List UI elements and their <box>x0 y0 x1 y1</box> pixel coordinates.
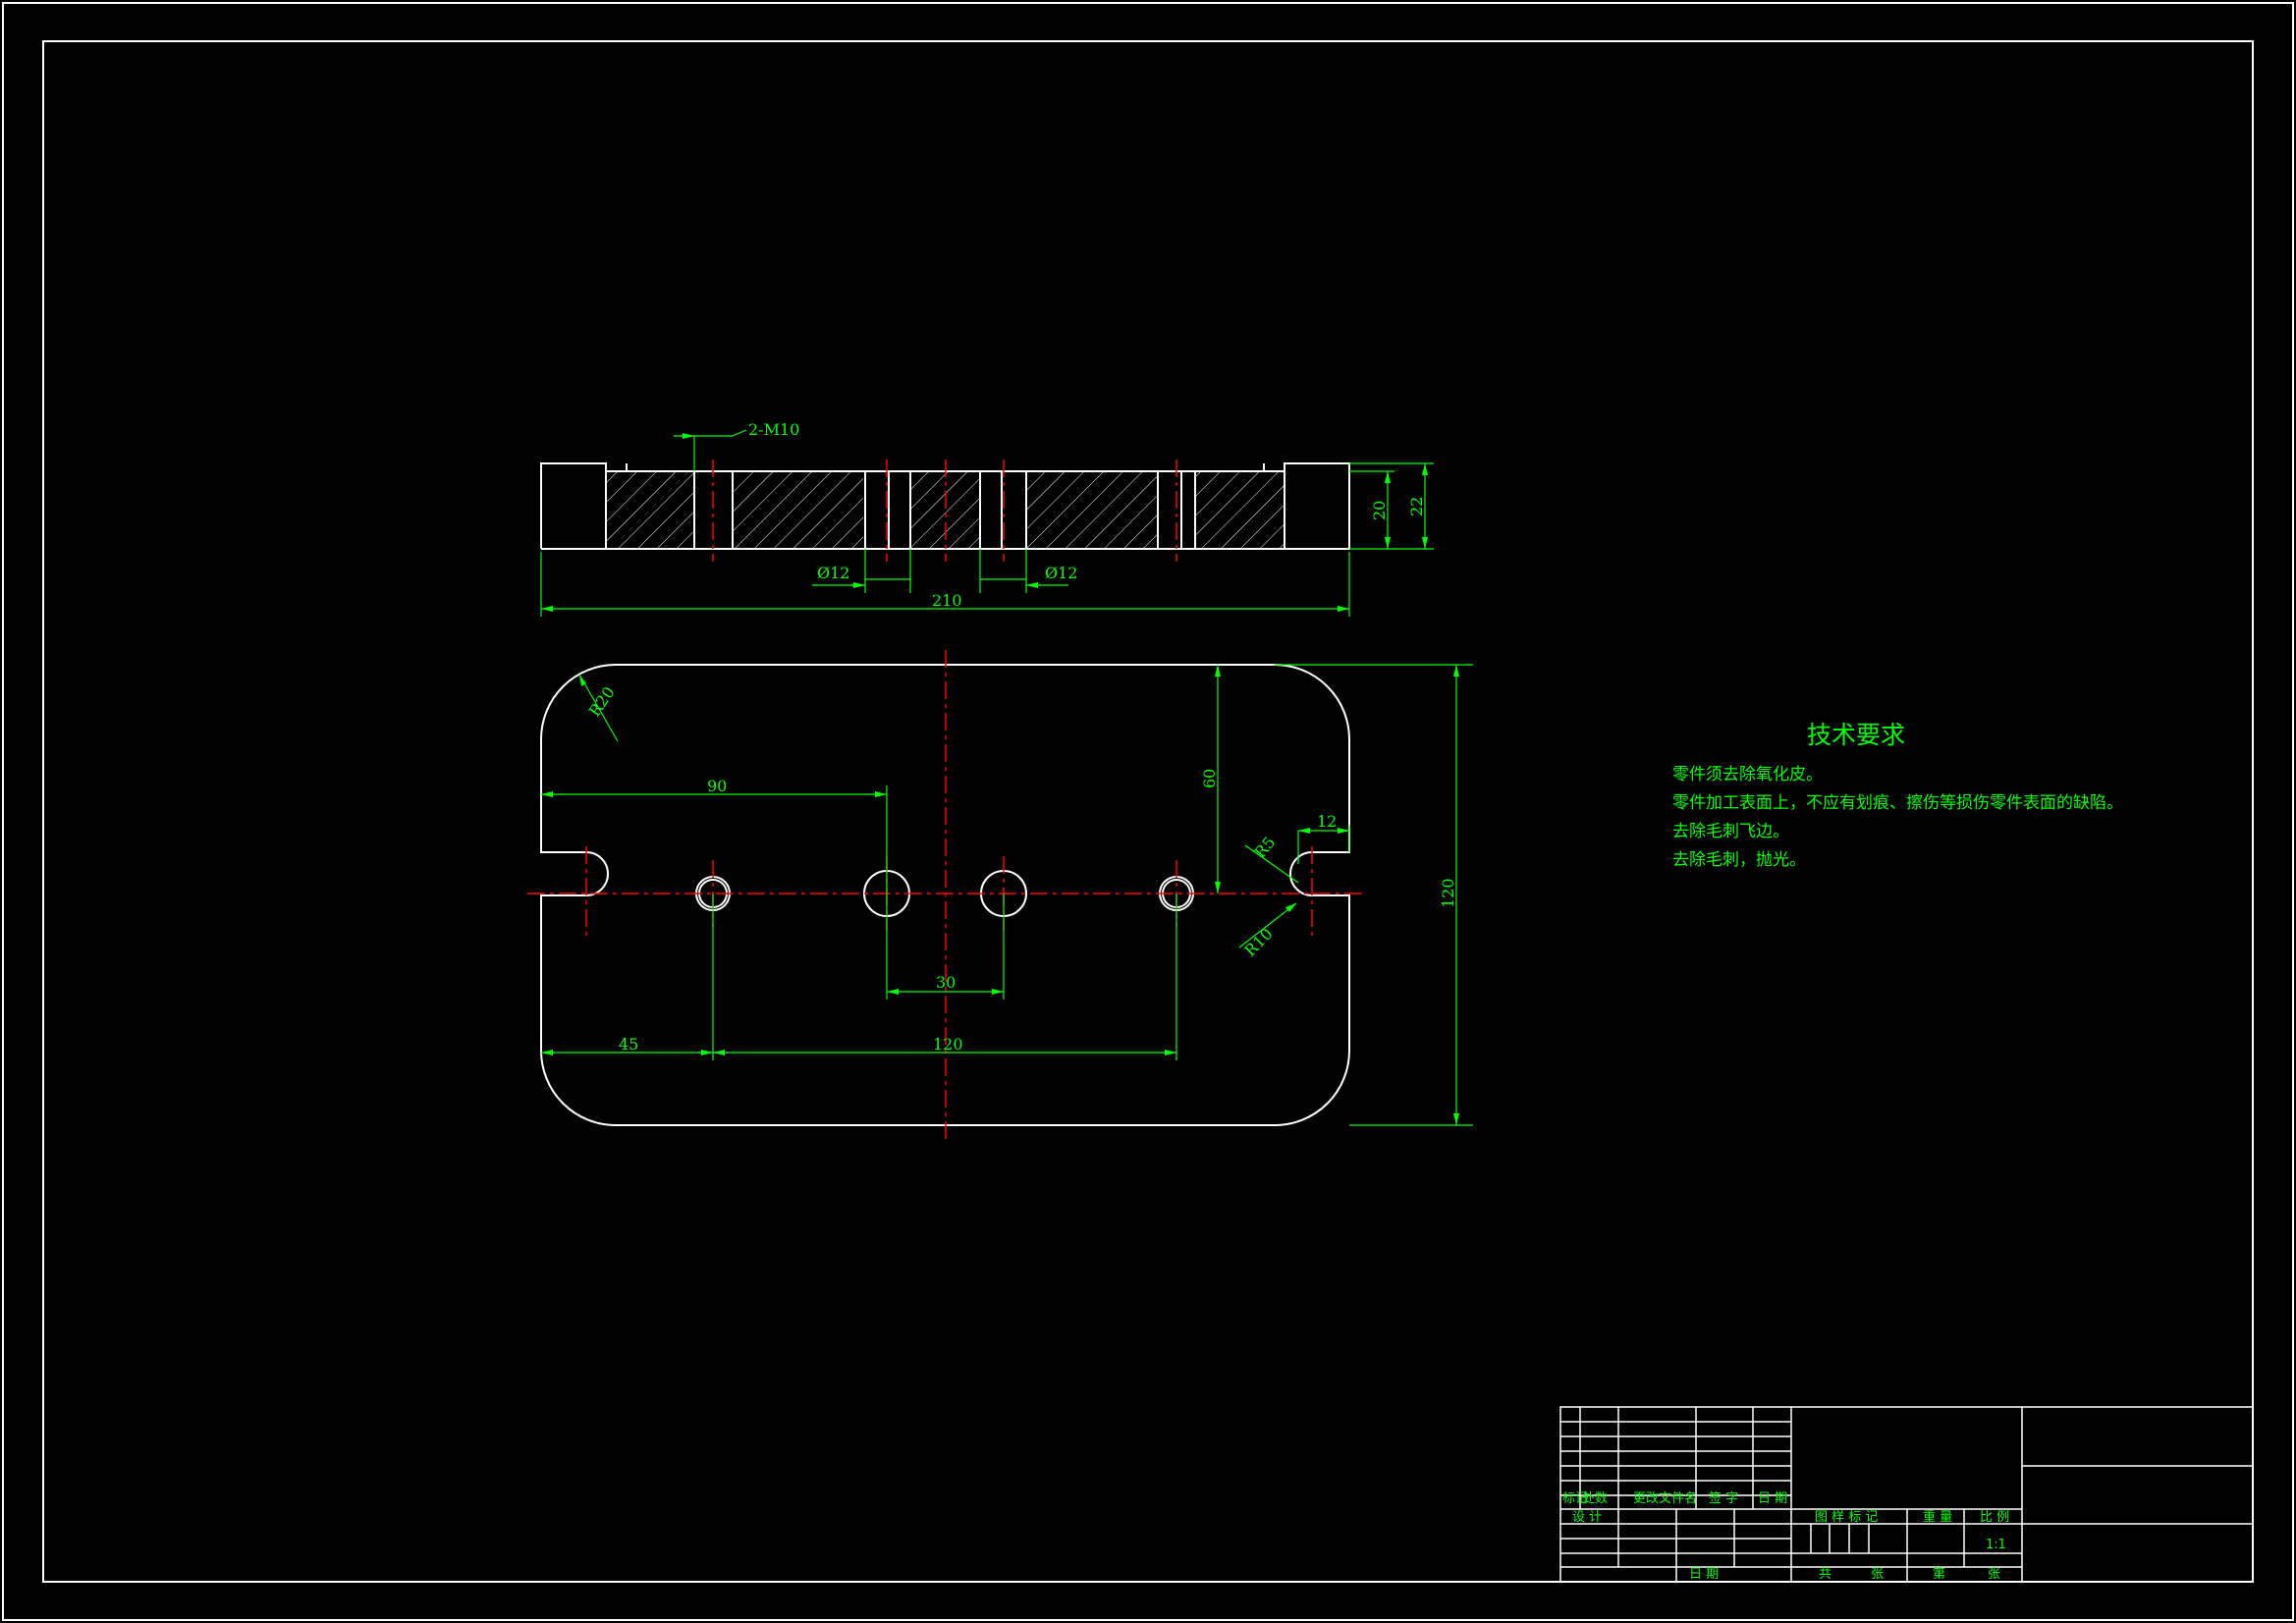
tech-item: 去除毛刺，抛光。 <box>1672 850 1806 870</box>
plan-arrowheads <box>541 665 1459 1125</box>
tech-item: 去除毛刺飞边。 <box>1672 822 1789 841</box>
section-view: 2-M10 Ø12 Ø12 210 20 22 <box>540 420 1434 617</box>
tech-item: 零件须去除氧化皮。 <box>1672 765 1823 784</box>
tb-scale-label: 比 例 <box>1980 1510 2009 1525</box>
section-centerlines <box>712 460 1177 562</box>
tb-stage-mark: 图 样 标 记 <box>1815 1510 1878 1525</box>
span-120-v-label: 120 <box>1439 878 1457 908</box>
tb-mark: 标记 <box>1562 1491 1588 1506</box>
inner-border <box>42 40 2254 1583</box>
tb-sheets: 张 <box>1871 1567 1884 1582</box>
section-outline <box>540 462 1350 550</box>
span-120-h-label: 120 <box>933 1035 963 1054</box>
dia-left-label: Ø12 <box>817 564 849 582</box>
span-45-label: 45 <box>619 1035 638 1054</box>
plan-centerlines <box>527 650 1363 1139</box>
span-12-label: 12 <box>1317 812 1337 831</box>
tb-date2: 日 期 <box>1689 1567 1719 1582</box>
plan-dimension-lines <box>541 664 1473 1126</box>
section-dimension-lines <box>540 429 1434 617</box>
tb-signature: 签 字 <box>1709 1490 1738 1506</box>
thread-label: 2-M10 <box>748 420 799 439</box>
length-top-label: 210 <box>932 591 962 610</box>
span-30-label: 30 <box>936 973 956 992</box>
plan-view: 90 60 12 R5 R10 R20 30 45 120 120 <box>527 650 1473 1139</box>
radius-corner-label: R20 <box>585 683 619 720</box>
span-90-label: 90 <box>707 777 727 795</box>
section-arrowheads <box>541 433 1428 612</box>
radius-r5-label: R5 <box>1251 833 1280 861</box>
tb-scale-value: 1:1 <box>1986 1538 2006 1552</box>
height-outer-label: 22 <box>1407 497 1426 516</box>
height-inner-label: 20 <box>1370 501 1389 520</box>
tech-title: 技术要求 <box>1807 721 1905 749</box>
section-hatching <box>606 471 1285 549</box>
title-block: 标记 处数 更改文件名 签 字 日 期 设 计 日 期 图 样 标 记 重 量 … <box>1559 1406 2254 1583</box>
radius-r10-label: R10 <box>1240 924 1276 959</box>
span-60-label: 60 <box>1200 769 1219 788</box>
tb-zones: 处数 <box>1582 1491 1608 1506</box>
tb-change-doc: 更改文件名 <box>1633 1490 1697 1506</box>
tb-weight: 重 量 <box>1923 1509 1952 1525</box>
tech-requirements: 技术要求 零件须去除氧化皮。 零件加工表面上，不应有划痕、擦伤等损伤零件表面的缺… <box>1672 721 2123 870</box>
tb-total: 共 <box>1819 1567 1831 1582</box>
tb-date: 日 期 <box>1758 1491 1787 1506</box>
tb-sheet-unit: 张 <box>1988 1567 2000 1582</box>
tb-design: 设 计 <box>1572 1510 1602 1525</box>
tech-item: 零件加工表面上，不应有划痕、擦伤等损伤零件表面的缺陷。 <box>1672 793 2123 813</box>
dia-right-label: Ø12 <box>1045 564 1077 582</box>
tb-sheet-no: 第 <box>1933 1567 1945 1582</box>
